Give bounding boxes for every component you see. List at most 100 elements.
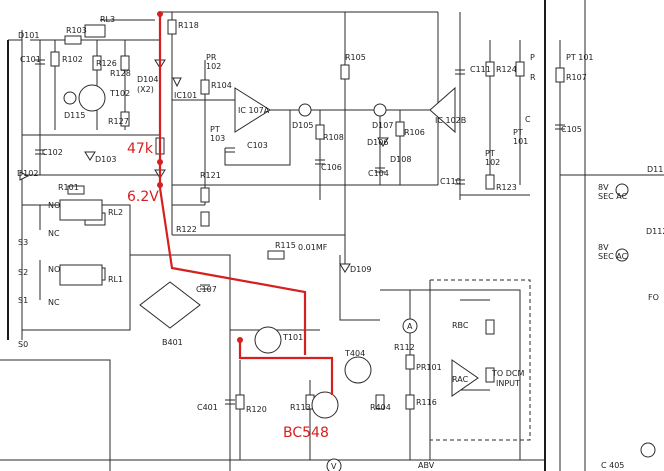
label-abv: ABV	[418, 461, 435, 470]
label-s1: S1	[18, 296, 28, 305]
label-c110: C110	[440, 177, 461, 186]
resistor-r103	[64, 35, 82, 45]
label-rl1: RL1	[108, 275, 123, 284]
led-d115	[63, 91, 77, 105]
label-r404: R404	[370, 403, 391, 412]
resistor-r116	[405, 394, 415, 410]
bridge-b401	[139, 281, 201, 329]
label-c101: C101	[20, 55, 41, 64]
capacitor-c101	[35, 59, 45, 65]
dcm-input-block	[451, 359, 479, 397]
label-r104: R104	[211, 81, 232, 90]
switch-rl2-contacts	[59, 199, 103, 221]
label-r103: R103	[66, 26, 87, 35]
label-c106: C106	[321, 163, 342, 172]
label-r115: R115	[275, 241, 296, 250]
capacitor-c110	[455, 179, 465, 185]
label-ic101: IC101	[174, 91, 197, 100]
label-d109: D109	[350, 265, 371, 274]
voltmeter	[326, 458, 342, 471]
label-c102: C102	[42, 148, 63, 157]
resistor-r105	[340, 64, 350, 80]
label-s0: S0	[18, 340, 28, 349]
label-d115: D115	[64, 111, 85, 120]
right-section-wires	[559, 0, 586, 471]
switch-rl1-contacts	[59, 264, 103, 286]
label-p: P	[530, 53, 535, 62]
label-rl2: RL2	[108, 208, 123, 217]
label-d108: D108	[390, 155, 411, 164]
label-r102: R102	[62, 55, 83, 64]
red-node-zener	[157, 182, 163, 188]
transistor-t101	[254, 326, 282, 354]
label-voltmeter-v: V	[331, 462, 337, 471]
label-pr101: PR101	[416, 363, 442, 372]
red-base-mod-wire	[238, 340, 334, 395]
label-t102: T102	[109, 89, 130, 98]
opamp-ic107a	[234, 87, 271, 133]
annotation-47k: 47k	[127, 141, 154, 157]
label-d111: D111	[647, 165, 664, 174]
label-rac: RAC	[452, 375, 469, 384]
capacitor-c103	[225, 147, 235, 153]
transistor-t404	[344, 356, 372, 384]
label-ammeter-a: A	[407, 322, 413, 331]
lower-vertical-wires	[239, 290, 411, 460]
resistor-r404	[375, 394, 385, 410]
label-r: R	[530, 73, 536, 82]
resistor-r112	[405, 354, 415, 370]
label-pt101: PT 101	[566, 53, 594, 62]
label-d103: D103	[95, 155, 116, 164]
label-x2: (X2)	[137, 85, 154, 94]
lower-left-wires	[0, 330, 231, 471]
relay-rl3-coil	[84, 24, 106, 38]
label-c104: C104	[368, 169, 389, 178]
label-fo: FO	[648, 293, 659, 302]
label-t101: T101	[282, 333, 303, 342]
ammeter	[402, 318, 418, 334]
label-b401: B401	[162, 338, 183, 347]
label-r120: R120	[246, 405, 267, 414]
label-r122: R122	[176, 225, 197, 234]
resistor-r122	[200, 211, 210, 227]
capacitor-c401	[225, 399, 235, 405]
t404-column-wire	[339, 255, 521, 460]
label-no-2: NO	[48, 265, 60, 274]
transistor-t102	[78, 84, 106, 112]
label-rl3: RL3	[100, 15, 115, 24]
right-ic-columns	[459, 12, 521, 200]
capacitor-c111	[455, 69, 465, 75]
capacitor-c106	[315, 159, 325, 165]
diode-d109	[339, 263, 351, 273]
label-c105: C105	[561, 125, 582, 134]
label-r113: R113	[290, 403, 311, 412]
opamp-ic102b	[429, 86, 456, 134]
label-c401: C401	[197, 403, 218, 412]
resistor-r128	[120, 55, 130, 71]
red-diagonal-mod-wire	[158, 187, 307, 355]
label-r118: R118	[178, 21, 199, 30]
label-c111: C111	[470, 65, 491, 74]
led-d105	[298, 103, 312, 117]
c103-loop-wire	[224, 110, 291, 166]
label-r123: R123	[496, 183, 517, 192]
capacitor-c105	[555, 124, 565, 130]
label-d104: D104	[137, 75, 158, 84]
resistor-r108	[315, 124, 325, 140]
rbc-rac-wires	[429, 280, 490, 460]
label-s3: S3	[18, 238, 28, 247]
resistor-r	[515, 61, 525, 77]
label-r108: R108	[323, 133, 344, 142]
annotation-6v2: 6.2V	[127, 189, 159, 205]
label-d112: D112	[646, 227, 664, 236]
red-node-top	[157, 11, 163, 17]
label-r126: R126	[96, 59, 117, 68]
resistor-r104	[200, 79, 210, 95]
resistor-r101	[67, 185, 85, 195]
label-c: C	[525, 115, 531, 124]
label-nc-1: NC	[48, 229, 60, 238]
